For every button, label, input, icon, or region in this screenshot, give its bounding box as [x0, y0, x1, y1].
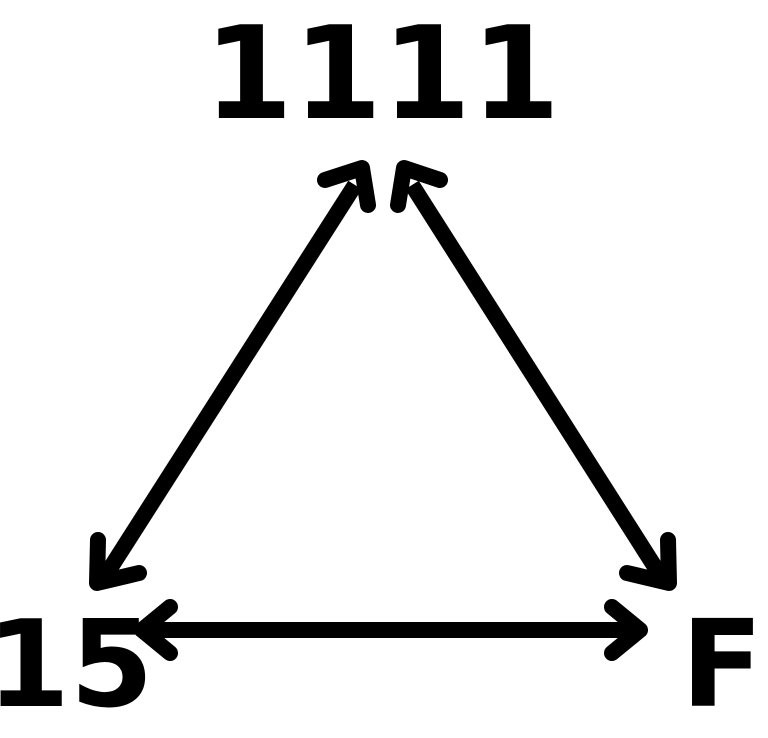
edge-binary-decimal — [89, 160, 376, 591]
arrowhead-binary-end-2 — [390, 160, 448, 213]
node-label-binary: 1111 — [204, 0, 560, 149]
arrowhead-binary-end — [317, 160, 376, 213]
arrowhead-decimal-end — [89, 532, 147, 591]
edge-binary-hex — [390, 160, 677, 591]
node-label-hex: F — [681, 596, 763, 735]
edge-line-binary-decimal — [97, 180, 362, 583]
arrowhead-decimal-end-2 — [134, 599, 178, 661]
arrowhead-hex-end-2 — [604, 599, 648, 661]
arrowhead-hex-end — [619, 532, 677, 591]
node-label-decimal: 15 — [0, 596, 154, 735]
edge-line-binary-hex — [405, 180, 669, 583]
edge-decimal-hex — [134, 599, 648, 661]
